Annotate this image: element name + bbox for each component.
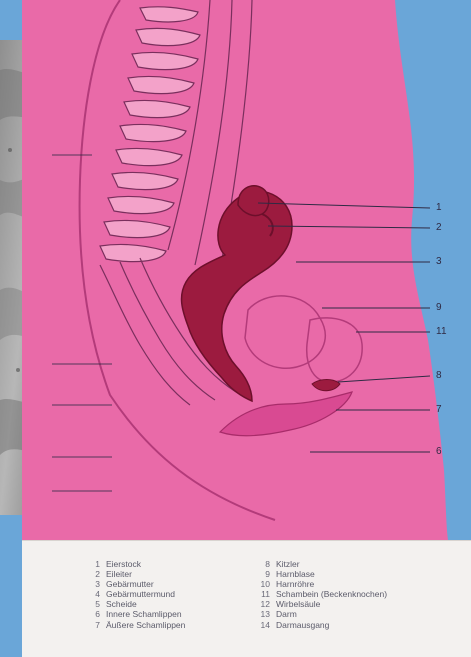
callout-9: 9 <box>436 302 442 313</box>
callout-3: 3 <box>436 256 442 267</box>
callout-8: 8 <box>436 370 442 381</box>
callout-2: 2 <box>436 222 442 233</box>
callout-1: 1 <box>436 202 442 213</box>
callout-6: 6 <box>436 446 442 457</box>
anatomy-diagram <box>0 0 471 540</box>
ovary-and-tube <box>238 186 269 216</box>
callout-7: 7 <box>436 404 442 415</box>
callout-11: 11 <box>436 326 447 337</box>
